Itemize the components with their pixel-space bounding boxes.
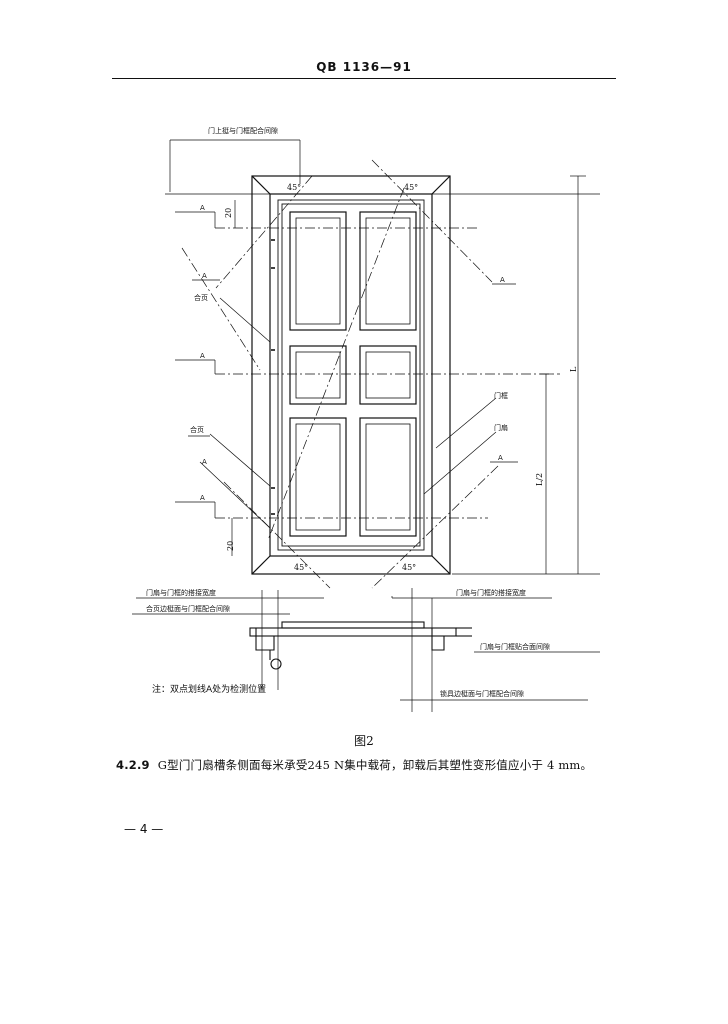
label-section-a-7: A bbox=[498, 454, 503, 462]
label-door-frame: 门框 bbox=[494, 391, 508, 400]
hinge-marks bbox=[271, 239, 275, 515]
label-door-leaf: 门扇 bbox=[494, 423, 508, 432]
label-hinge-edge-gap: 合页边梃面与门框配合间隙 bbox=[146, 604, 230, 613]
page-number: — 4 — bbox=[124, 822, 164, 836]
label-fit-gap: 门扇与门框贴合面间隙 bbox=[480, 642, 550, 651]
dimension-lines bbox=[132, 139, 600, 712]
label-lock-edge-gap: 锁具边梃面与门框配合间隙 bbox=[440, 689, 524, 698]
label-dim-20-top: 20 bbox=[224, 208, 233, 218]
figure-note: 注：双点划线A处为检测位置 bbox=[152, 683, 266, 695]
figure-caption: 图2 bbox=[354, 734, 374, 748]
door-panels bbox=[289, 211, 417, 537]
label-top-gap: 门上挺与门框配合间隙 bbox=[208, 126, 278, 135]
header-rule bbox=[112, 78, 616, 79]
label-dim-L2: L/2 bbox=[535, 473, 544, 486]
clause-4-2-9: 4.2.9 G型门门扇槽条侧面每米承受245 N集中载荷，卸载后其塑性变形值应小于… bbox=[116, 757, 592, 773]
label-section-a-1: A bbox=[200, 204, 205, 212]
standard-code: QB 1136—91 bbox=[316, 60, 412, 74]
door-frame-inner bbox=[269, 193, 433, 557]
label-angle-tl: 45° bbox=[287, 183, 301, 192]
label-section-a-4: A bbox=[202, 458, 207, 466]
label-angle-br: 45° bbox=[402, 563, 416, 572]
label-angle-tr: 45° bbox=[404, 183, 418, 192]
label-hinge-2: 合页 bbox=[190, 425, 204, 434]
door-leaf bbox=[277, 199, 425, 551]
door-frame-outer bbox=[251, 175, 451, 575]
label-section-a-3: A bbox=[200, 352, 205, 360]
label-section-a-2: A bbox=[202, 272, 207, 280]
label-overlap-left: 门扇与门框的搭接宽度 bbox=[146, 588, 216, 597]
clause-text: G型门门扇槽条侧面每米承受245 N集中载荷，卸载后其塑性变形值应小于 4 mm… bbox=[157, 758, 593, 772]
label-angle-bl: 45° bbox=[294, 563, 308, 572]
label-section-a-5: A bbox=[200, 494, 205, 502]
section-drawing bbox=[249, 621, 472, 670]
label-dim-20-bottom: 20 bbox=[226, 541, 235, 551]
label-dim-L: L bbox=[569, 366, 578, 372]
label-hinge-1: 合页 bbox=[194, 293, 208, 302]
label-section-a-6: A bbox=[500, 276, 505, 284]
clause-number: 4.2.9 bbox=[116, 758, 150, 772]
label-overlap-right: 门扇与门框的搭接宽度 bbox=[456, 588, 526, 597]
door-diagram: 门上挺与门框配合间隙 45° 45° 45° 45° 20 20 A A A A… bbox=[132, 126, 600, 712]
